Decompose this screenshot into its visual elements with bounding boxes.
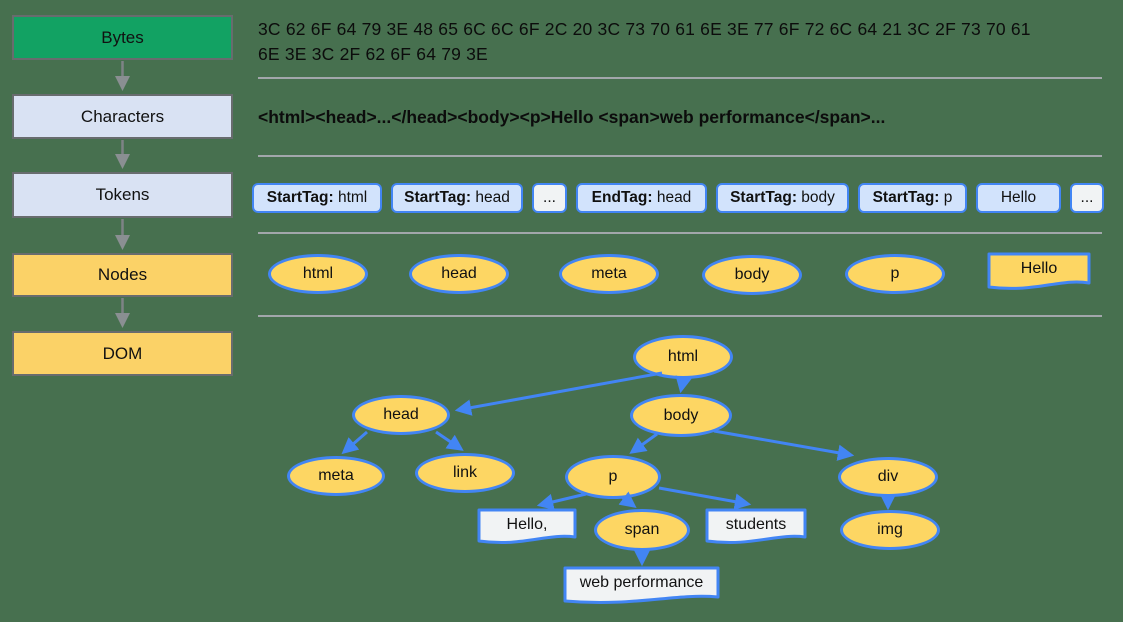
node-p: p xyxy=(845,254,945,294)
characters-markup-text: <html><head>...</head><body><p>Hello <sp… xyxy=(258,107,886,127)
tree-node-img: img xyxy=(840,510,940,550)
flag-label: Hello, xyxy=(506,516,548,533)
token-value: p xyxy=(939,189,953,206)
flag-shape xyxy=(987,252,1091,290)
token-starttag-head: StartTag: head xyxy=(391,183,523,213)
tree-text-students-flag: students xyxy=(705,508,807,548)
node-text-hello-flag: Hello xyxy=(987,252,1091,294)
token-starttag-html: StartTag: html xyxy=(252,183,382,213)
token-row: StartTag: html StartTag: head ... EndTag… xyxy=(252,183,1104,213)
token-text-hello: Hello xyxy=(976,183,1061,213)
tree-node-body: body xyxy=(630,394,732,437)
stage-tokens: Tokens xyxy=(12,172,233,218)
bytes-line-1: 3C 62 6F 64 79 3E 48 65 6C 6C 6F 2C 20 3… xyxy=(258,19,1031,39)
tree-node-meta: meta xyxy=(287,456,385,496)
flag-shape xyxy=(477,508,577,545)
stage-bytes: Bytes xyxy=(12,15,233,60)
separator-2 xyxy=(258,155,1102,157)
node-meta: meta xyxy=(559,254,659,294)
separator-4 xyxy=(258,315,1102,317)
token-starttag-p: StartTag: p xyxy=(858,183,967,213)
token-kind: StartTag: xyxy=(266,189,334,206)
flag-label: web performance xyxy=(579,574,704,591)
tree-node-p: p xyxy=(565,455,661,499)
node-body: body xyxy=(702,255,802,295)
token-kind: StartTag: xyxy=(730,189,797,206)
tree-text-hello-flag: Hello, xyxy=(477,508,577,548)
flag-shape xyxy=(563,566,720,604)
bytes-line-2: 6E 3E 3C 2F 62 6F 64 79 3E xyxy=(258,44,488,64)
tree-node-link: link xyxy=(415,453,515,493)
token-value: ... xyxy=(1080,189,1094,206)
token-value: head xyxy=(471,189,510,206)
tree-node-head: head xyxy=(352,395,450,435)
stage-characters: Characters xyxy=(12,94,233,139)
flag-label: students xyxy=(725,516,787,533)
token-kind: StartTag: xyxy=(404,189,472,206)
separator-1 xyxy=(258,77,1102,79)
token-value: head xyxy=(652,189,692,206)
stage-dom: DOM xyxy=(12,331,233,376)
separator-3 xyxy=(258,232,1102,234)
tree-text-webperf-flag: web performance xyxy=(563,566,720,608)
token-ellipsis-2: ... xyxy=(1070,183,1104,213)
tree-node-html: html xyxy=(633,335,733,379)
flag-label: Hello xyxy=(1020,260,1058,277)
stage-nodes: Nodes xyxy=(12,253,233,297)
tree-node-div: div xyxy=(838,457,938,497)
token-value: Hello xyxy=(1000,189,1037,206)
node-head: head xyxy=(409,254,509,294)
token-value: html xyxy=(333,189,368,206)
token-ellipsis-1: ... xyxy=(532,183,567,213)
token-kind: EndTag: xyxy=(591,189,653,206)
bytes-hex-text: 3C 62 6F 64 79 3E 48 65 6C 6C 6F 2C 20 3… xyxy=(258,17,1108,67)
token-endtag-head: EndTag: head xyxy=(576,183,707,213)
token-starttag-body: StartTag: body xyxy=(716,183,849,213)
token-value: body xyxy=(796,189,835,206)
node-html: html xyxy=(268,254,368,294)
tree-node-span: span xyxy=(594,509,690,551)
token-kind: StartTag: xyxy=(872,189,940,206)
flag-shape xyxy=(705,508,807,545)
token-value: ... xyxy=(543,189,556,206)
